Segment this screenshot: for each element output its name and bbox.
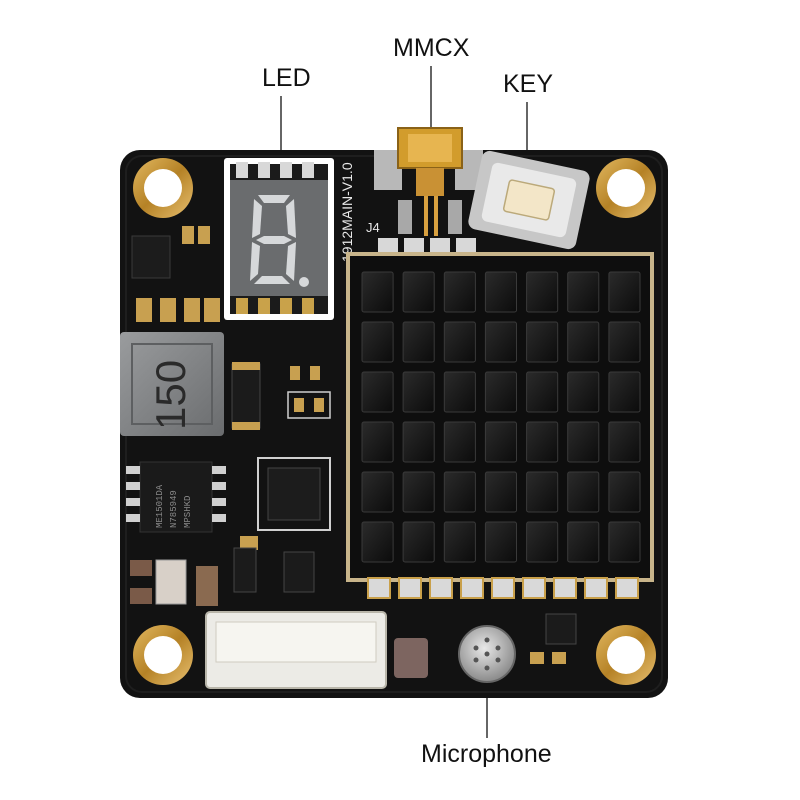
heatsink-fin	[484, 471, 517, 513]
heatsink-fin	[361, 421, 394, 463]
top-pad-row	[378, 238, 476, 252]
heatsink-fin	[526, 271, 559, 313]
heatsink-fin	[526, 471, 559, 513]
heatsink-fin	[567, 471, 600, 513]
heatsink-fin	[361, 321, 394, 363]
capacitors-bottom-left	[130, 559, 218, 606]
heatsink	[346, 252, 654, 582]
led-seven-segment-display	[224, 158, 334, 320]
heatsink-fin	[484, 371, 517, 413]
heatsink-fin	[402, 371, 435, 413]
bottom-pad	[491, 577, 515, 599]
heatsink-fin	[443, 521, 476, 563]
smd-capacitor	[394, 638, 428, 678]
heatsink-fin	[608, 421, 641, 463]
bottom-pad	[429, 577, 453, 599]
heatsink-fin	[443, 421, 476, 463]
regulator-chip	[126, 461, 226, 533]
heatsink-fin	[484, 521, 517, 563]
chip-marking-2: N785949	[169, 490, 179, 528]
heatsink-fin	[484, 271, 517, 313]
key-button	[468, 150, 590, 250]
heatsink-fin	[608, 371, 641, 413]
microphone-label: Microphone	[421, 740, 552, 768]
bottom-pad	[615, 577, 639, 599]
smd-components-bottom-right	[530, 613, 577, 664]
heatsink-fin	[402, 421, 435, 463]
mounting-hole-top-right	[596, 158, 656, 218]
heatsink-fin	[402, 271, 435, 313]
heatsink-fin	[361, 471, 394, 513]
chip-marking-3: MPSHKD	[183, 496, 193, 528]
heatsink-fin	[443, 471, 476, 513]
heatsink-fin	[361, 371, 394, 413]
heatsink-fin	[402, 471, 435, 513]
bottom-pad-row	[367, 577, 639, 599]
heatsink-fin	[526, 371, 559, 413]
mmcx-label: MMCX	[393, 34, 470, 62]
heatsink-fin	[443, 371, 476, 413]
heatsink-fin	[567, 371, 600, 413]
heatsink-fin	[608, 271, 641, 313]
heatsink-fin	[526, 421, 559, 463]
version-silkscreen: 1912MAIN-V1.0	[339, 162, 355, 262]
heatsink-fin	[567, 321, 600, 363]
bottom-pad	[460, 577, 484, 599]
heatsink-fin	[484, 421, 517, 463]
smd-components-top-left	[131, 226, 220, 322]
mounting-hole-bottom-left	[133, 625, 193, 685]
smd-components-center	[233, 366, 331, 593]
chip-marking-1: ME1501DA	[155, 484, 165, 528]
heatsink-fin	[402, 521, 435, 563]
bottom-pad	[553, 577, 577, 599]
heatsink-fin	[361, 271, 394, 313]
microphone-component	[458, 625, 516, 683]
connector-silkscreen: J4	[366, 220, 380, 235]
heatsink-fin	[526, 321, 559, 363]
bottom-pad	[367, 577, 391, 599]
heatsink-fin	[526, 521, 559, 563]
heatsink-fin	[361, 521, 394, 563]
heatsink-fin	[608, 521, 641, 563]
heatsink-fin	[402, 321, 435, 363]
bottom-pad	[522, 577, 546, 599]
diode-component	[231, 363, 261, 429]
key-label: KEY	[503, 70, 554, 98]
heatsink-fin	[608, 471, 641, 513]
heatsink-fin	[567, 421, 600, 463]
inductor-marking: 150	[147, 360, 194, 430]
jst-connector	[205, 611, 387, 689]
led-label: LED	[262, 64, 311, 92]
inductor-component	[120, 332, 224, 436]
heatsink-fin	[567, 521, 600, 563]
heatsink-fin	[608, 321, 641, 363]
mounting-hole-top-left	[133, 158, 193, 218]
heatsink-fin	[443, 271, 476, 313]
heatsink-fin	[567, 271, 600, 313]
heatsink-fin	[484, 321, 517, 363]
heatsink-fin	[443, 321, 476, 363]
bottom-pad	[584, 577, 608, 599]
mounting-hole-bottom-right	[596, 625, 656, 685]
bottom-pad	[398, 577, 422, 599]
qfn-chip	[257, 457, 331, 531]
